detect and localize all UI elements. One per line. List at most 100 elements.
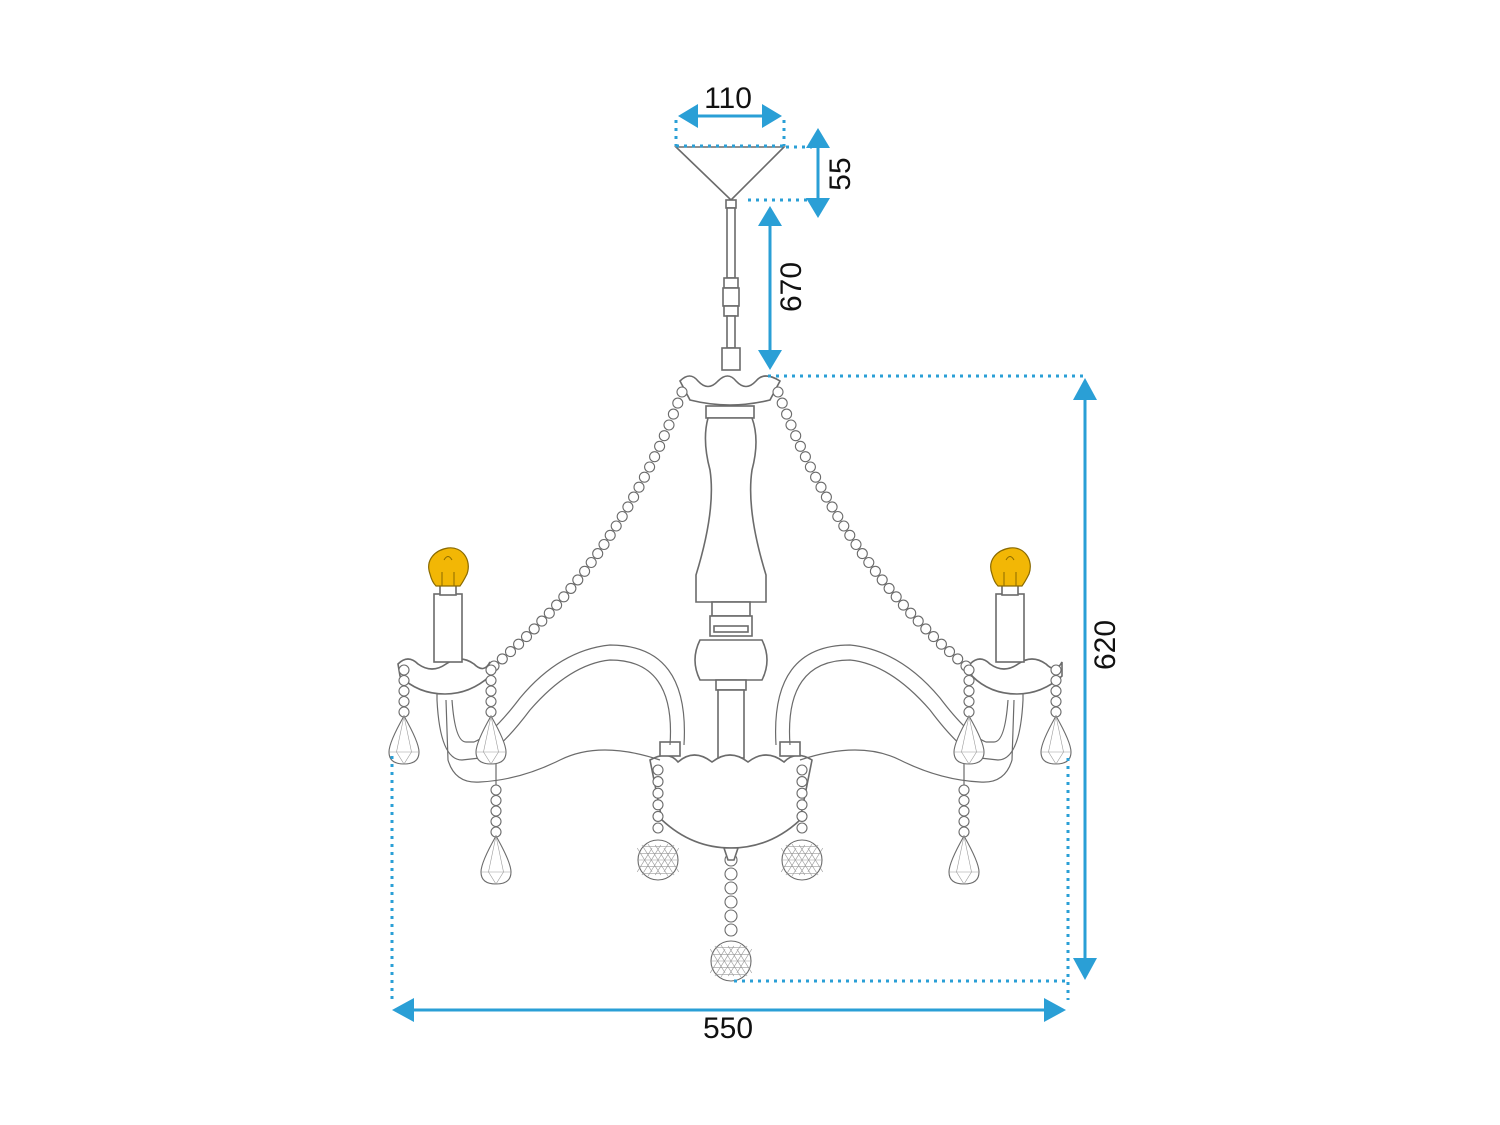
bead xyxy=(654,440,666,452)
bead xyxy=(796,810,808,822)
bowl-finial xyxy=(722,847,740,861)
canopy-height-dimension: 55 xyxy=(748,128,857,218)
ball-crystal xyxy=(709,940,753,982)
bead xyxy=(628,491,640,503)
left-candle-cup xyxy=(397,658,491,695)
bead xyxy=(585,556,597,569)
overall-width-dimension: 550 xyxy=(390,756,1070,1045)
bead xyxy=(398,685,410,697)
bead xyxy=(772,386,784,398)
bead xyxy=(883,582,895,594)
right-candle xyxy=(995,593,1025,663)
teardrop-crystal xyxy=(480,834,512,885)
bead xyxy=(592,548,604,560)
bead xyxy=(490,805,502,817)
bead xyxy=(724,923,738,937)
right-arm xyxy=(788,659,1024,761)
ceiling-canopy xyxy=(674,146,786,202)
bead xyxy=(796,799,808,811)
bead xyxy=(796,764,808,776)
chandelier-drawing xyxy=(388,146,1072,982)
bead xyxy=(485,695,497,708)
bead xyxy=(610,520,622,532)
bead xyxy=(604,529,616,541)
bead xyxy=(796,787,808,799)
bead xyxy=(528,623,540,635)
bead xyxy=(1050,685,1062,697)
bead xyxy=(622,501,634,513)
bead xyxy=(485,685,497,697)
bead xyxy=(876,574,888,586)
bead xyxy=(963,674,975,687)
bead xyxy=(496,653,508,665)
bead xyxy=(536,615,548,627)
teardrop-crystal xyxy=(388,714,420,765)
bead xyxy=(952,653,964,665)
ball-crystal xyxy=(780,839,824,881)
bead xyxy=(796,776,808,788)
bead xyxy=(844,529,856,541)
bead xyxy=(912,615,924,627)
bead xyxy=(724,881,738,895)
bead xyxy=(804,461,816,473)
bead xyxy=(794,440,806,452)
bead xyxy=(790,430,802,442)
bead xyxy=(905,607,917,619)
bead xyxy=(963,695,975,708)
body-height-dimension: 620 xyxy=(734,374,1122,983)
bead xyxy=(856,548,868,560)
bead xyxy=(1050,674,1062,687)
bead xyxy=(513,638,525,650)
bead xyxy=(785,419,797,431)
teardrop-crystal xyxy=(953,714,985,765)
bead-chains xyxy=(398,386,1062,937)
bead xyxy=(490,794,502,807)
bead xyxy=(850,538,862,551)
bead xyxy=(558,591,570,603)
central-column xyxy=(694,405,768,759)
rod-length-dimension: 670 xyxy=(758,206,808,370)
bead xyxy=(1050,695,1062,708)
bead xyxy=(890,591,902,603)
bead xyxy=(398,695,410,708)
bead xyxy=(963,664,975,676)
right-bulb-icon xyxy=(990,547,1031,587)
bead xyxy=(652,776,664,788)
bead xyxy=(644,461,656,473)
bead xyxy=(504,646,517,658)
bead xyxy=(663,419,675,431)
bead xyxy=(565,582,577,594)
overall-width-label: 550 xyxy=(703,1012,753,1045)
bead xyxy=(485,664,497,676)
bead xyxy=(799,451,811,463)
rod-length-label: 670 xyxy=(775,262,808,312)
bead xyxy=(551,599,563,611)
bead xyxy=(796,822,808,834)
teardrop-crystal xyxy=(475,714,507,765)
bead xyxy=(815,481,827,493)
dimension-annotations: 110 55 670 620 xyxy=(390,82,1122,1045)
bead xyxy=(490,815,502,828)
canopy-width-dimension: 110 xyxy=(674,82,786,148)
bead xyxy=(398,664,410,676)
bead xyxy=(810,471,822,483)
left-candle xyxy=(433,593,463,663)
bead xyxy=(958,794,970,807)
ball-crystal xyxy=(636,839,680,881)
bead xyxy=(652,822,664,834)
bead xyxy=(616,510,628,523)
bead xyxy=(935,638,947,650)
bead xyxy=(958,805,970,817)
bead xyxy=(649,451,661,463)
bead xyxy=(963,685,975,697)
bead xyxy=(832,510,844,523)
bead xyxy=(520,631,533,643)
bead xyxy=(869,565,881,577)
body-height-label: 620 xyxy=(1089,620,1122,670)
bead xyxy=(572,574,584,586)
bead xyxy=(652,799,664,811)
bead xyxy=(676,386,688,398)
bead xyxy=(958,784,970,796)
bead xyxy=(652,787,664,799)
